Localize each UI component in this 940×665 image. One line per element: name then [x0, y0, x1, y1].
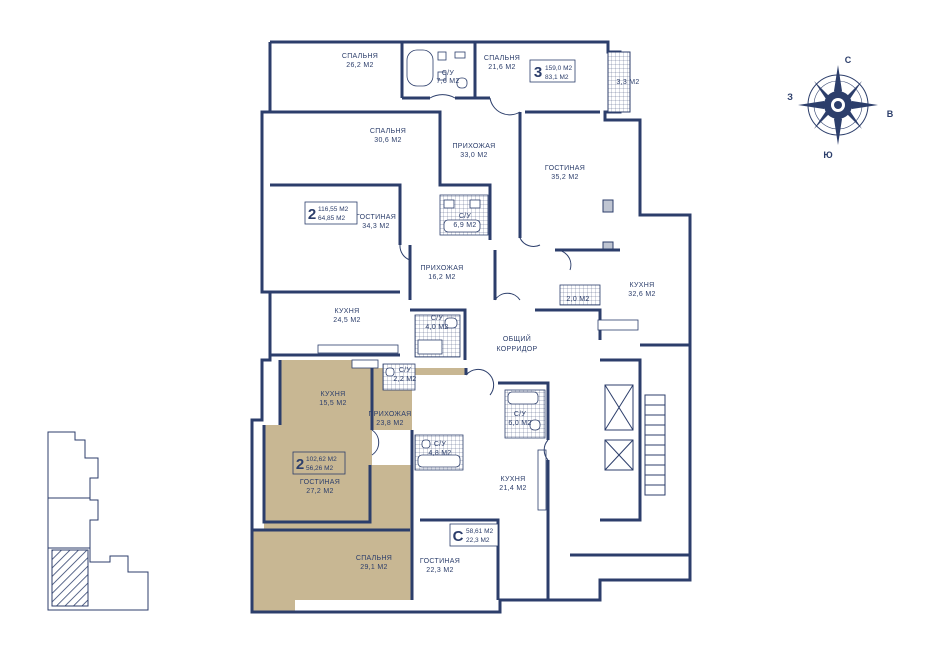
- compass-south: Ю: [823, 150, 832, 160]
- fixtures: [317, 49, 666, 511]
- apartment-total-area: 116,55 М2: [318, 206, 349, 213]
- room-name: С/У: [431, 315, 444, 322]
- room-name: КУХНЯ: [321, 391, 346, 398]
- room-area: 23,8 М2: [376, 420, 403, 427]
- room-area: 27,2 М2: [306, 488, 333, 495]
- room-name: ПРИХОЖАЯ: [368, 411, 411, 418]
- apartment-living-area: 83,1 М2: [545, 74, 569, 81]
- room-name: СПАЛЬНЯ: [370, 128, 406, 135]
- room-name: КУХНЯ: [630, 282, 655, 289]
- room-name: ГОСТИНАЯ: [420, 558, 460, 565]
- room-area: 22,3 М2: [426, 567, 453, 574]
- room-name: ПРИХОЖАЯ: [452, 143, 495, 150]
- room-name: С/У: [434, 441, 447, 448]
- room-area: 2,0 М2: [566, 296, 589, 303]
- room-area: 33,0 М2: [460, 152, 487, 159]
- compass-north: С: [845, 55, 852, 65]
- building-walls: [250, 40, 692, 614]
- room-area: 21,4 М2: [499, 485, 526, 492]
- apartment-rooms: С: [453, 528, 464, 545]
- room-area: 26,2 М2: [346, 62, 373, 69]
- room-name: С/У: [399, 367, 412, 374]
- compass-east: В: [887, 109, 894, 119]
- room-area: 6,0 М2: [508, 420, 531, 427]
- room-name: ПРИХОЖАЯ: [420, 265, 463, 272]
- apartment-living-area: 56,26 М2: [306, 465, 333, 472]
- apartment-badge[interactable]: С 58,61 М2 22,3 М2: [449, 523, 499, 547]
- apartment-living-area: 64,85 М2: [318, 215, 345, 222]
- room-area: 7,6 М2: [436, 78, 459, 85]
- compass-rose: С Ю В З: [787, 55, 894, 160]
- room-area: 2,2 М2: [393, 376, 416, 383]
- apartment-badge[interactable]: 3 159,0 М2 83,1 М2: [529, 59, 576, 83]
- highlighted-apartment[interactable]: [252, 360, 466, 612]
- room-area: 32,6 М2: [628, 291, 655, 298]
- room-area: 16,2 М2: [428, 274, 455, 281]
- room-name: С/У: [459, 213, 472, 220]
- room-name: С/У: [514, 411, 527, 418]
- apartment-rooms: 2: [296, 456, 304, 473]
- room-area: 35,2 М2: [551, 174, 578, 181]
- room-name: СПАЛЬНЯ: [356, 555, 392, 562]
- key-plan: [47, 431, 149, 611]
- compass-west: З: [787, 92, 793, 102]
- corridor-label: ОБЩИЙ: [503, 334, 531, 343]
- apartment-living-area: 22,3 М2: [466, 537, 490, 544]
- room-area: 21,6 М2: [488, 64, 515, 71]
- room-area: 3,3 М2: [616, 79, 639, 86]
- room-name: ГОСТИНАЯ: [356, 214, 396, 221]
- room-name: С/У: [442, 70, 455, 77]
- room-area: 34,3 М2: [362, 223, 389, 230]
- apartment-total-area: 102,62 М2: [306, 456, 337, 463]
- room-name: КУХНЯ: [335, 308, 360, 315]
- apartment-total-area: 58,61 М2: [466, 528, 493, 535]
- room-area: 24,5 М2: [333, 317, 360, 324]
- room-name: СПАЛЬНЯ: [484, 55, 520, 62]
- apartment-badge[interactable]: 2 102,62 М2 56,26 М2: [292, 451, 346, 475]
- room-area: 4,8 М2: [428, 450, 451, 457]
- apartment-rooms: 3: [534, 64, 542, 81]
- room-area: 6,9 М2: [453, 222, 476, 229]
- room-name: ГОСТИНАЯ: [545, 165, 585, 172]
- room-area: 30,6 М2: [374, 137, 401, 144]
- corridor-label: КОРРИДОР: [496, 346, 537, 353]
- room-name: КУХНЯ: [501, 476, 526, 483]
- apartment-total-area: 159,0 М2: [545, 65, 572, 72]
- room-labels: СПАЛЬНЯ 26,2 М2 С/У 7,6 М2 СПАЛЬНЯ 21,6 …: [300, 53, 655, 574]
- room-name: ГОСТИНАЯ: [300, 479, 340, 486]
- room-area: 4,0 М2: [425, 324, 448, 331]
- room-area: 29,1 М2: [360, 564, 387, 571]
- apartment-badge[interactable]: 2 116,55 М2 64,85 М2: [304, 201, 358, 225]
- room-area: 15,5 М2: [319, 400, 346, 407]
- room-name: СПАЛЬНЯ: [342, 53, 378, 60]
- apartment-rooms: 2: [308, 206, 316, 223]
